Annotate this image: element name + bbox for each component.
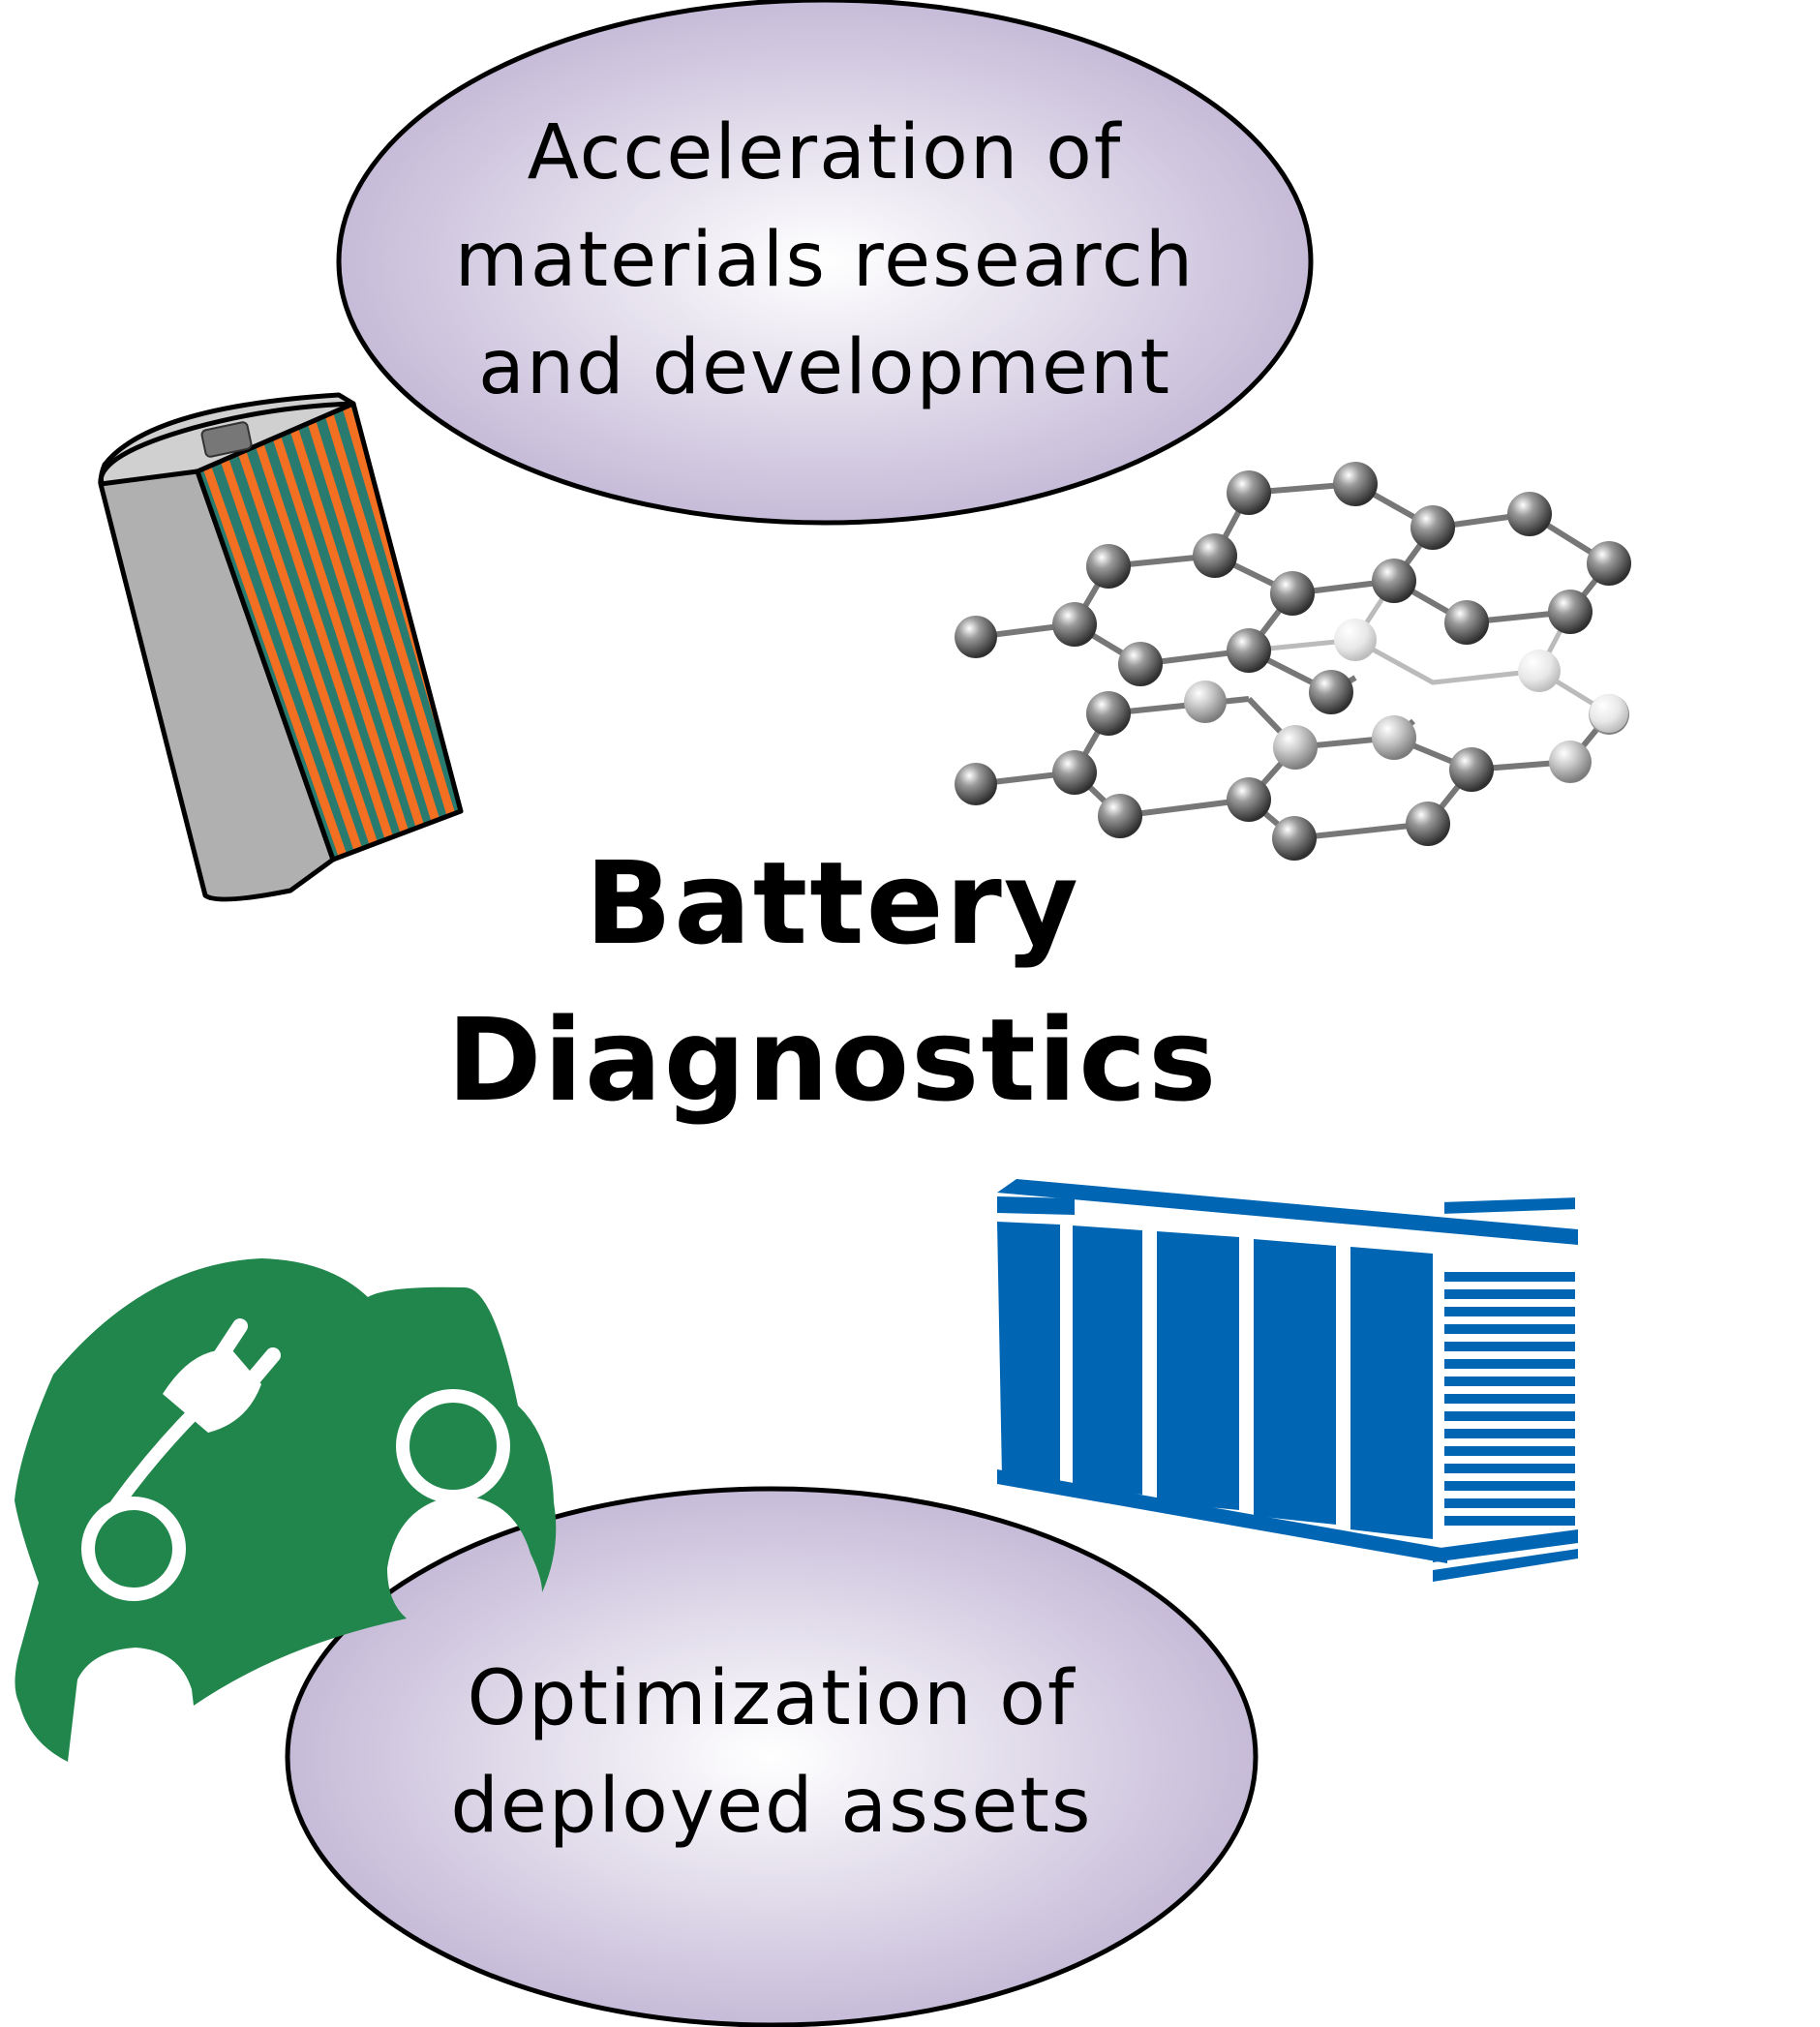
bottom-bubble-label: Optimization of deployed assets <box>288 1646 1256 1861</box>
top-bubble-ellipse <box>336 0 1314 526</box>
center-title: Battery Diagnostics <box>349 825 1317 1138</box>
top-bubble-line-1: Acceleration of <box>527 109 1123 197</box>
top-bubble-line-2: materials research <box>454 217 1196 304</box>
battery-storage-container-icon <box>997 1179 1578 1582</box>
top-bubble-label: Acceleration of materials research and d… <box>341 100 1309 422</box>
graphene-lattice-icon <box>955 462 1631 861</box>
electric-car-icon <box>15 1258 557 1762</box>
bottom-bubble-line-1: Optimization of <box>467 1655 1077 1742</box>
bottom-bubble-ellipse <box>285 1486 1259 2027</box>
center-title-line-1: Battery <box>585 836 1080 970</box>
center-title-line-2: Diagnostics <box>446 993 1219 1127</box>
bottom-bubble-line-2: deployed assets <box>450 1763 1093 1850</box>
top-bubble-line-3: and development <box>477 324 1172 411</box>
cylindrical-battery-cell-icon <box>98 392 464 902</box>
